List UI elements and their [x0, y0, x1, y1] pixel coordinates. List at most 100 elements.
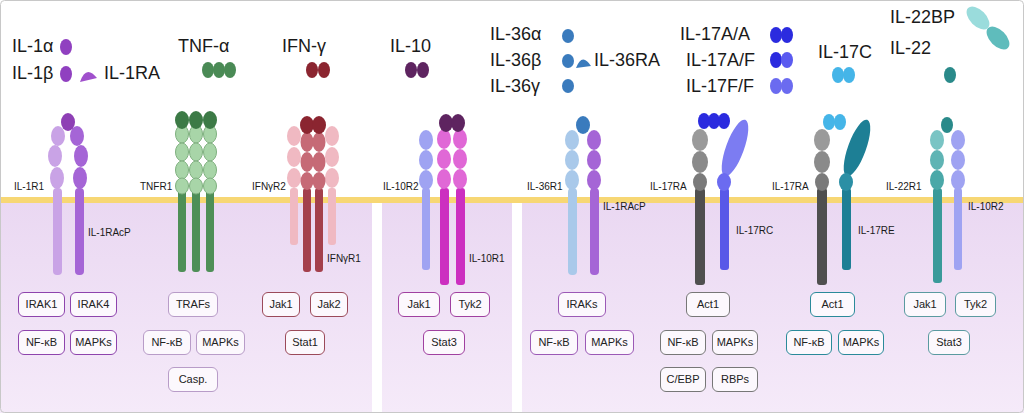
il36-glyph: [562, 54, 574, 68]
box-label: NF-κB: [793, 337, 824, 348]
bound-ligand: [451, 114, 465, 132]
receptor-domain: [325, 168, 339, 188]
signaling-box: Stat3: [423, 330, 465, 355]
cytokine-name: IL-17C: [818, 43, 872, 61]
il17-glyph: [770, 52, 782, 68]
receptor-stalk: [192, 190, 200, 272]
box-label: Jak1: [913, 299, 936, 310]
panel-gap: [512, 202, 522, 413]
bound-ligand: [941, 117, 953, 133]
signaling-box: C/EBP: [660, 367, 706, 392]
receptor-stalk: [206, 190, 214, 272]
receptor-domain: [815, 173, 829, 191]
cytokine-name: IL-17A/F: [686, 51, 755, 69]
receptor-name: IL-1RAcP: [603, 202, 646, 212]
receptor-name: IL-22R1: [886, 182, 922, 192]
il1a-glyph: [60, 39, 72, 55]
receptor-domain: [951, 130, 965, 150]
il10-receptor: [419, 114, 467, 285]
box-label: MAPKs: [202, 337, 239, 348]
bound-ligand: [576, 116, 590, 134]
il17c-glyph: [832, 67, 844, 83]
cytokine-name: IL-1α: [12, 37, 53, 55]
signaling-box: Stat1: [285, 330, 325, 355]
receptor-domain: [565, 130, 579, 150]
receptor-stalk: [842, 188, 851, 270]
receptor-domain: [693, 173, 707, 191]
receptor-domain: [930, 150, 944, 170]
signaling-box: MAPKs: [712, 330, 758, 355]
il17c-glyph: [843, 67, 855, 83]
bound-ligand: [834, 114, 846, 130]
receptor-domain: [176, 178, 189, 194]
cytokine-name: IL-36γ: [490, 77, 540, 95]
box-label: Jak1: [407, 299, 430, 310]
receptor-name: IL-10R1: [469, 254, 505, 264]
ifng-receptor: [287, 116, 339, 272]
il17-glyph: [781, 78, 793, 94]
box-label: Act1: [697, 299, 719, 310]
panel-gap: [372, 202, 382, 413]
receptor-domain: [930, 130, 944, 150]
receptor-domain: [313, 152, 326, 172]
signaling-box: Tyk2: [450, 292, 490, 317]
receptor-stalk: [315, 188, 323, 272]
receptor-name: IL-36R1: [527, 182, 563, 192]
receptor-name: IL-17RA: [650, 182, 687, 192]
box-label: NF-κB: [26, 337, 57, 348]
signaling-box: NF-κB: [143, 330, 191, 355]
receptor-domain: [587, 150, 601, 170]
signaling-box: RBPs: [712, 367, 758, 392]
receptor-domain: [587, 170, 601, 190]
signaling-box: MAPKs: [838, 330, 884, 355]
bound-ligand: [61, 113, 75, 131]
signaling-box: Jak1: [904, 292, 946, 317]
il17-receptor: [692, 113, 754, 285]
box-label: RBPs: [721, 374, 749, 385]
signaling-box: IRAK1: [18, 292, 65, 317]
il36-glyph: [562, 29, 574, 43]
box-label: IRAK1: [26, 299, 58, 310]
receptor-domain: [692, 151, 708, 173]
receptor-domain: [565, 170, 579, 190]
signaling-box: Jak2: [310, 292, 348, 317]
bound-ligand: [203, 111, 217, 129]
box-label: Stat1: [292, 337, 318, 348]
signaling-box: NF-κB: [660, 330, 706, 355]
box-label: TRAFs: [176, 299, 210, 310]
cytokine-name: IFN-γ: [282, 37, 326, 55]
il17-glyph: [781, 52, 793, 68]
box-label: Stat3: [936, 337, 962, 348]
il1b-glyph: [60, 66, 72, 82]
receptor-domain: [50, 167, 64, 189]
receptor-stalk: [720, 188, 729, 270]
il22bp-glyph: [982, 22, 1013, 53]
cytokine-glyphs: [60, 2, 1014, 94]
signaling-box: Casp.: [168, 367, 218, 392]
receptor-domain: [51, 126, 65, 146]
receptor-domain: [453, 169, 467, 189]
receptor-name: IL-17RC: [736, 226, 773, 236]
receptor-stalk: [178, 190, 186, 272]
receptor-stalk: [954, 188, 962, 270]
cytokine-name: IL-17F/F: [686, 77, 754, 95]
signaling-box: Act1: [686, 292, 730, 317]
box-label: Act1: [821, 299, 843, 310]
il10-glyph: [417, 62, 429, 78]
bound-ligand: [439, 114, 453, 132]
box-label: NF-κB: [538, 337, 569, 348]
receptor-domain: [717, 173, 731, 191]
receptor-stalk: [590, 188, 599, 275]
receptor-stalk: [456, 188, 465, 285]
signaling-box: Jak1: [262, 292, 300, 317]
signaling-box: Jak1: [398, 292, 440, 317]
receptor-domain: [437, 149, 451, 169]
receptor-domain: [419, 130, 433, 150]
bound-ligand: [718, 113, 730, 129]
signaling-box: NF-κB: [18, 330, 65, 355]
il17c-receptor: [814, 114, 876, 285]
cytokine-name: IL-36α: [490, 25, 541, 43]
